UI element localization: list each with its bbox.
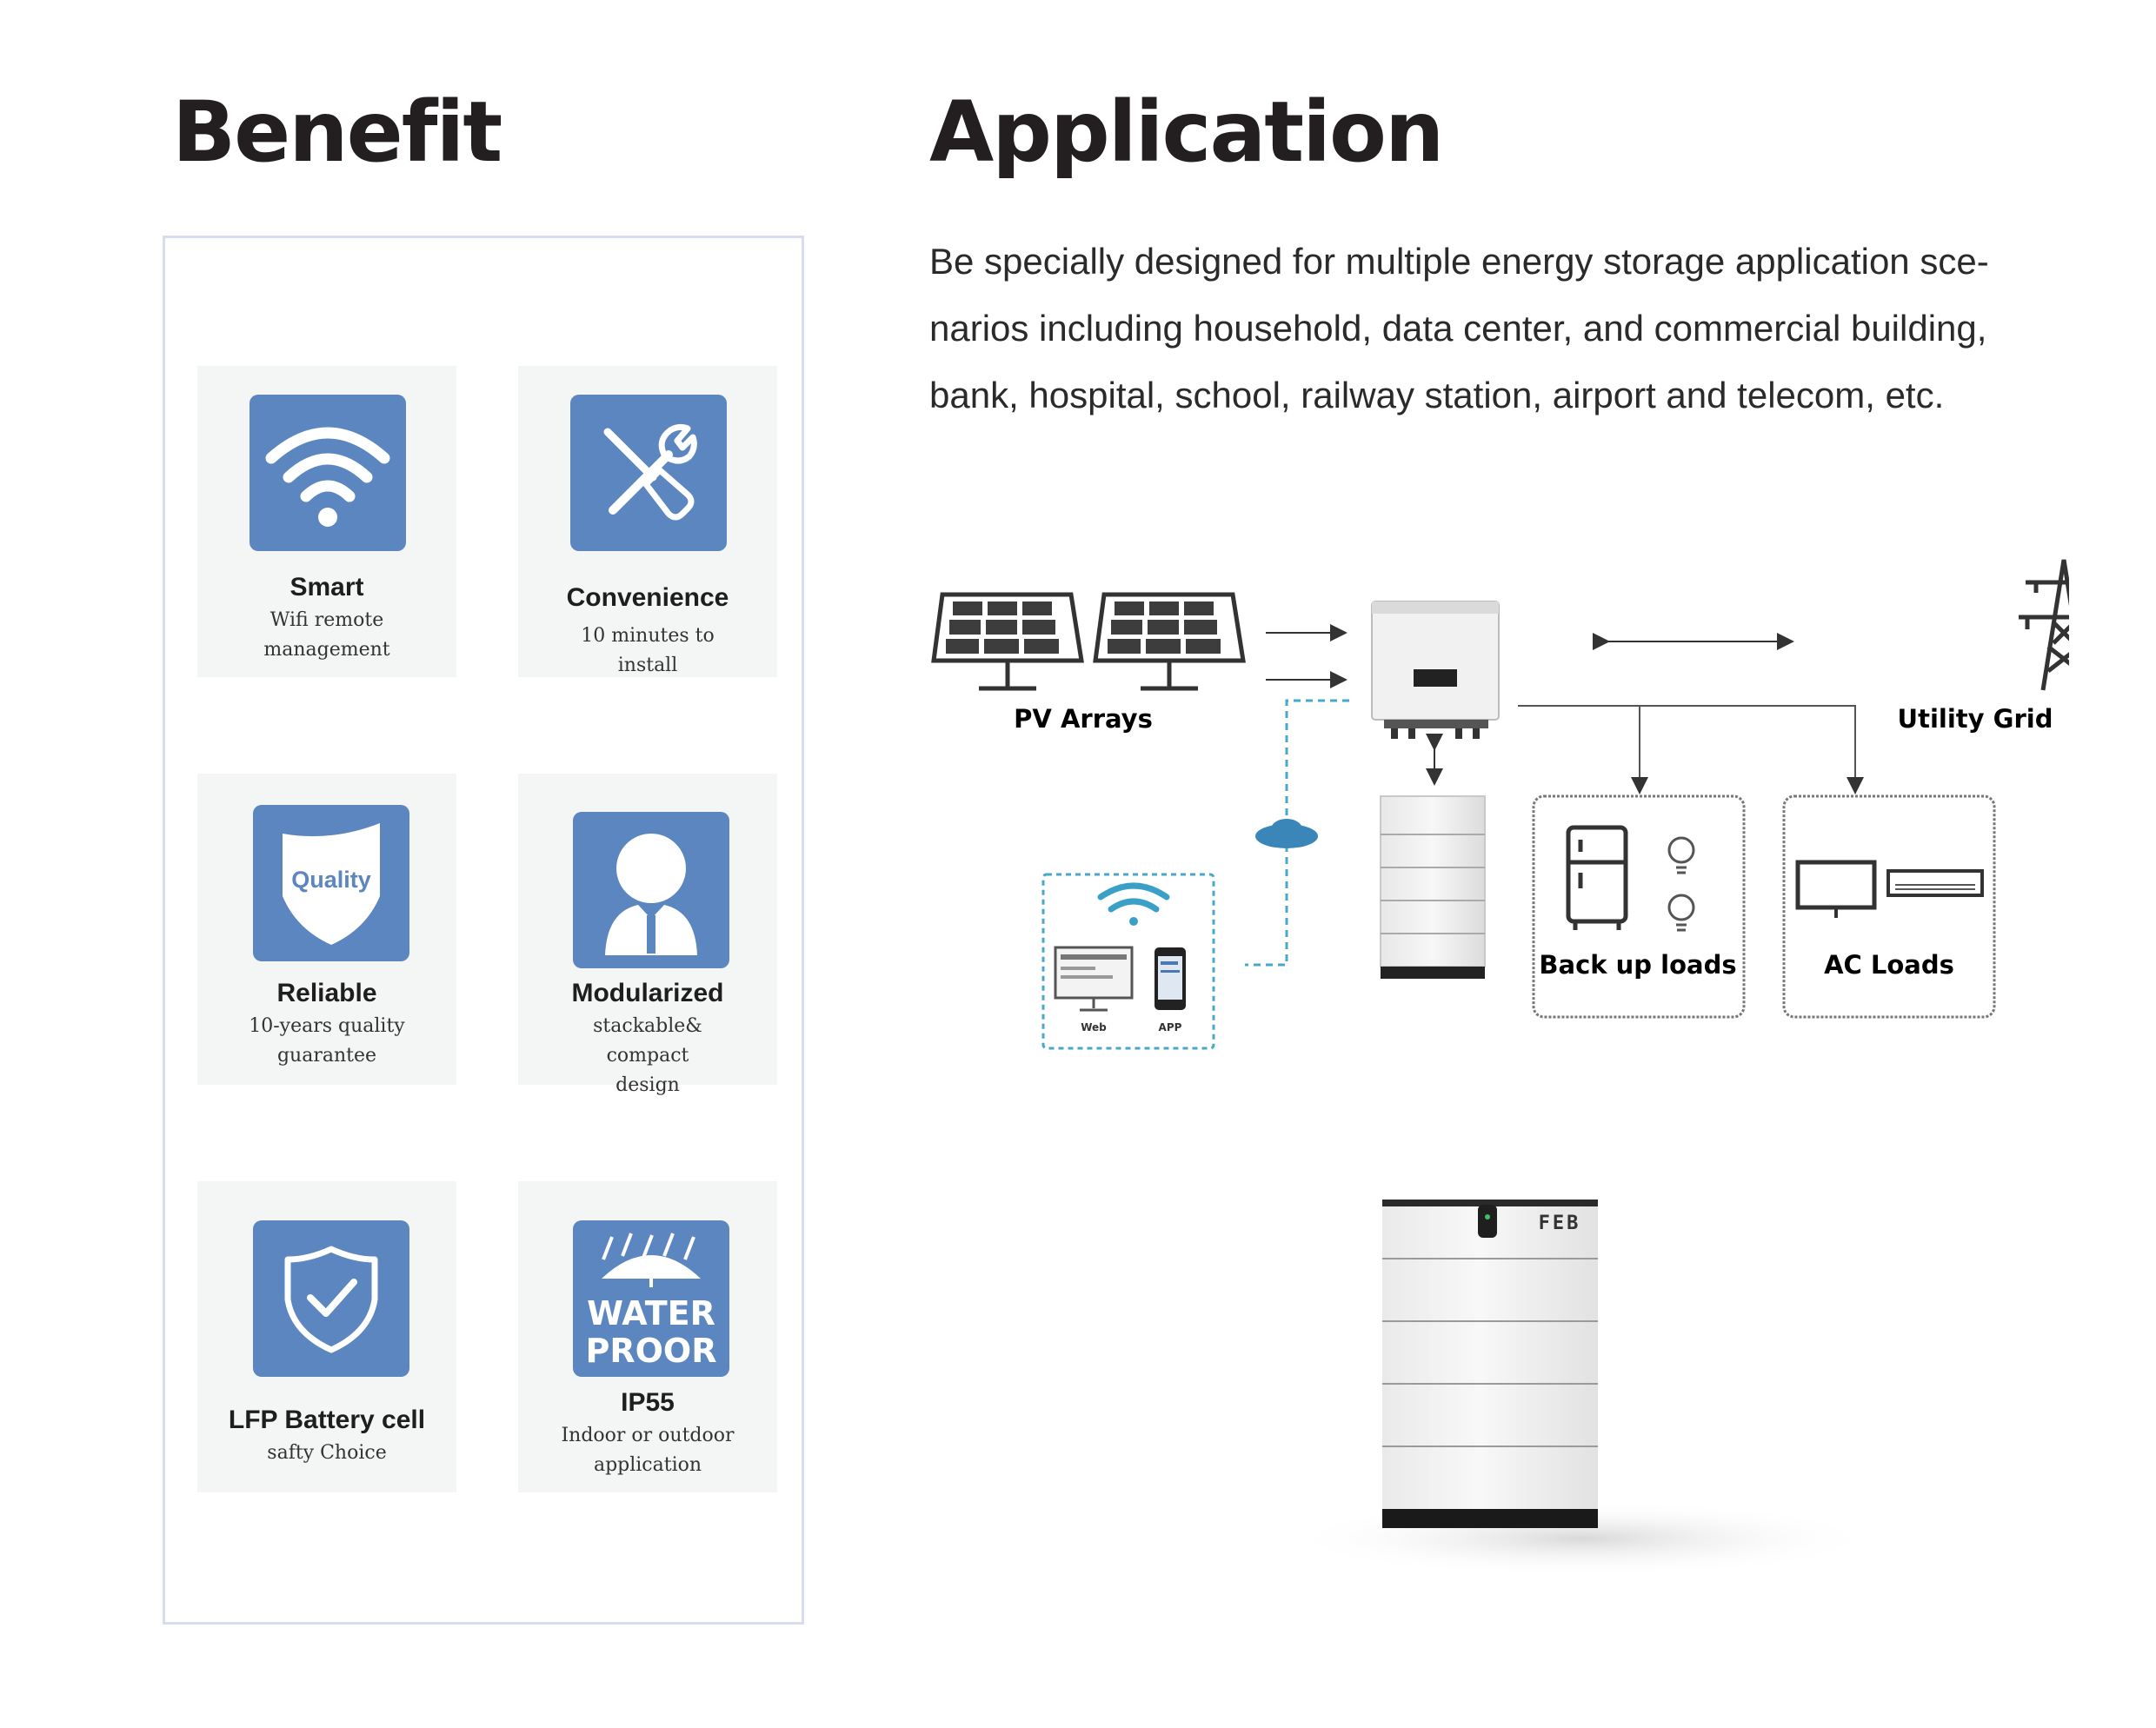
benefit-card-modularized: Modularized stackable& compact design	[518, 774, 777, 1096]
application-description: Be specially designed for multiple energ…	[929, 228, 2051, 429]
card-desc: 10-years quality guarantee	[232, 1012, 422, 1071]
shield-check-icon	[253, 1220, 409, 1377]
card-desc-line: guarantee	[276, 1045, 377, 1067]
card-desc: Wifi remote management	[232, 606, 422, 665]
web-monitor-icon	[1054, 946, 1134, 1012]
benefit-heading: Benefit	[172, 83, 502, 181]
application-heading: Application	[929, 83, 1444, 181]
brand-logo: FEB	[1539, 1213, 1581, 1234]
quality-shield-icon: Quality	[253, 805, 409, 961]
power-button-icon	[1478, 1205, 1497, 1238]
battery-product-image: FEB	[1287, 1200, 1878, 1577]
fridge-icon	[1566, 825, 1628, 930]
ac-loads-box: AC Loads	[1782, 794, 1996, 1019]
light-bulb-icon	[1667, 836, 1695, 932]
phone-icon	[1155, 947, 1186, 1010]
card-title: Convenience	[566, 583, 729, 612]
card-desc-line: Indoor or outdoor	[561, 1425, 735, 1446]
application-line: bank, hospital, school, railway station,…	[929, 375, 1945, 415]
wifi-icon	[250, 395, 406, 551]
cloud-icon	[1255, 819, 1318, 848]
application-line: Be specially designed for multiple energ…	[929, 241, 1989, 282]
wifi-icon	[1097, 882, 1170, 926]
utility-grid-tower-icon	[2019, 559, 2069, 691]
battery-stack-icon	[1380, 795, 1486, 979]
waterproof-text-line2: PROOR	[586, 1332, 717, 1370]
benefit-panel: Smart Wifi remote management Convenience…	[163, 236, 804, 1625]
card-title: Modularized	[571, 979, 724, 1007]
card-desc: safty Choice	[232, 1439, 422, 1468]
system-diagram: PV Arrays Utility Grid	[931, 559, 2069, 1050]
air-conditioner-icon	[1886, 869, 1984, 897]
backup-loads-label: Back up loads	[1539, 950, 1736, 980]
pv-array-icon	[931, 592, 1246, 691]
card-title: Smart	[289, 573, 364, 601]
card-desc-line: application	[593, 1454, 702, 1476]
benefit-card-reliable: Quality Reliable 10-years quality guaran…	[197, 774, 456, 1085]
benefit-card-lfp: LFP Battery cell safty Choice	[197, 1181, 456, 1492]
application-line: narios including household, data center,…	[929, 308, 1987, 349]
benefit-card-smart: Smart Wifi remote management	[197, 366, 456, 677]
inverter-icon	[1371, 601, 1500, 739]
card-desc: 10 minutes to install	[553, 621, 742, 681]
pv-arrays-label: PV Arrays	[1014, 704, 1153, 734]
quality-badge-text: Quality	[291, 867, 371, 893]
ac-loads-label: AC Loads	[1824, 950, 1954, 980]
utility-grid-label: Utility Grid	[1898, 704, 2053, 734]
card-desc-line: stackable& compact	[593, 1015, 702, 1067]
app-label: APP	[1159, 1021, 1182, 1033]
card-title: IP55	[621, 1388, 675, 1417]
benefit-card-convenience: Convenience 10 minutes to install	[518, 366, 777, 677]
card-title: Reliable	[276, 979, 377, 1007]
card-desc-line: 10 minutes to install	[581, 625, 715, 676]
card-desc-line: design	[616, 1074, 680, 1096]
person-icon	[573, 812, 729, 968]
waterproof-icon: WATER PROOR	[573, 1220, 729, 1377]
monitoring-web-app-box: Web APP	[1041, 873, 1215, 1050]
backup-loads-box: Back up loads	[1532, 794, 1746, 1019]
card-desc: stackable& compact design	[553, 1012, 742, 1100]
tools-icon	[570, 395, 727, 551]
web-label: Web	[1081, 1021, 1107, 1033]
card-title: LFP Battery cell	[228, 1406, 426, 1434]
card-desc-line: management	[263, 639, 390, 661]
card-desc-line: safty Choice	[267, 1442, 387, 1464]
benefit-card-ip55: WATER PROOR IP55 Indoor or outdoor appli…	[518, 1181, 777, 1492]
card-desc-line: Wifi remote	[270, 609, 384, 631]
waterproof-text-line1: WATER	[587, 1294, 715, 1333]
card-desc: Indoor or outdoor application	[553, 1421, 742, 1480]
card-desc-line: 10-years quality	[249, 1015, 405, 1037]
tv-icon	[1795, 860, 1877, 918]
